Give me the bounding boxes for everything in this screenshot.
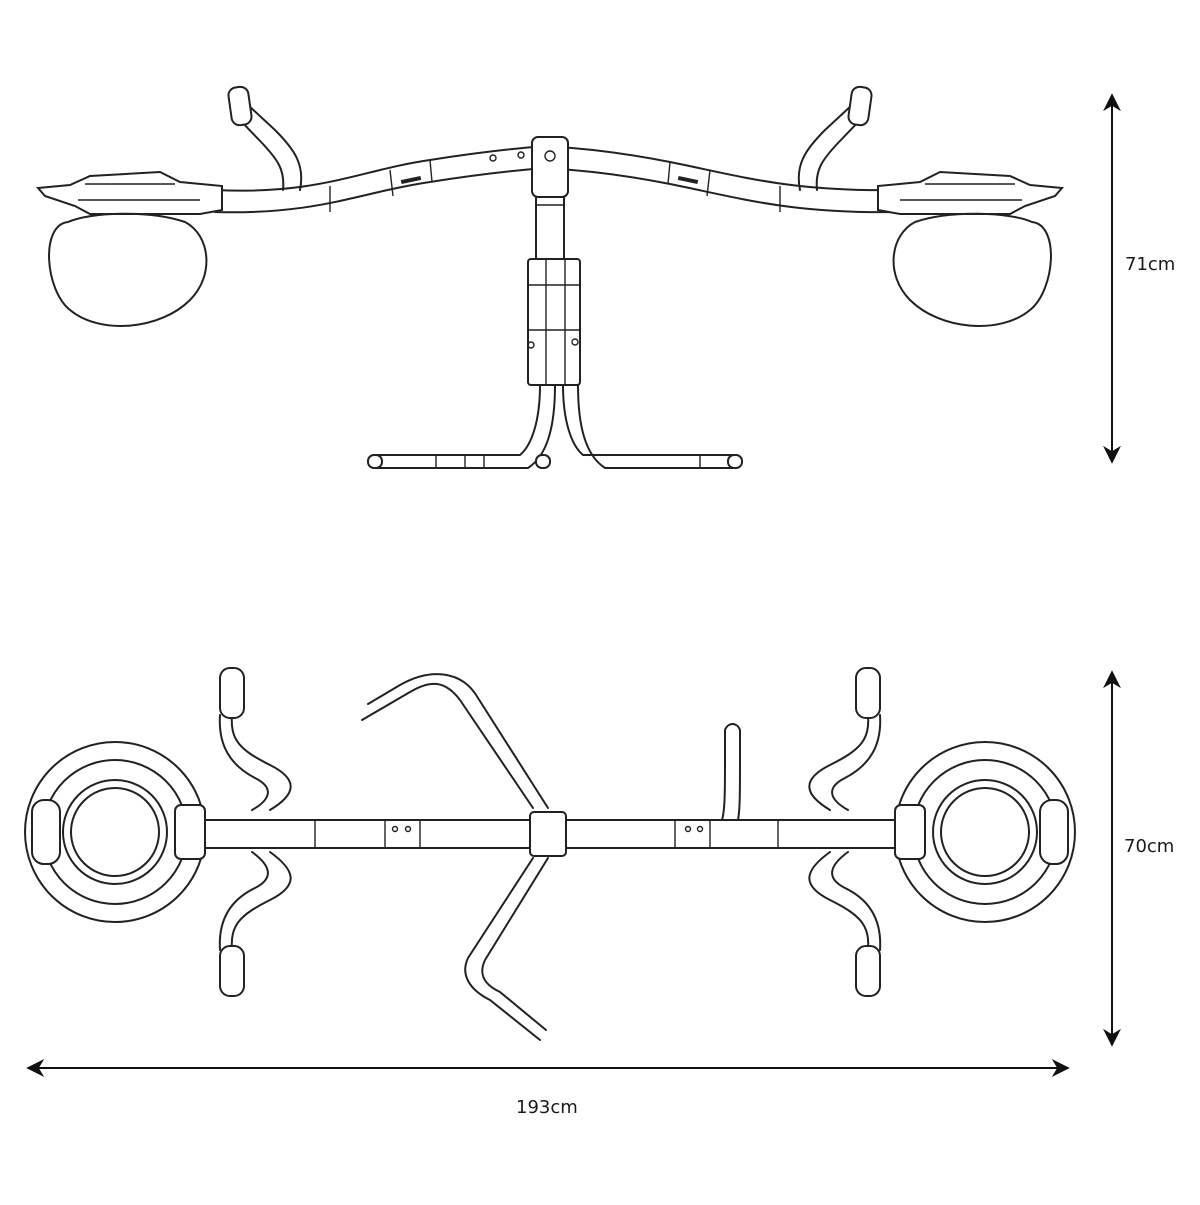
seesaw-top-view <box>24 667 1076 1041</box>
seesaw-side-view <box>35 85 1065 469</box>
width-label: 193cm <box>516 1097 578 1118</box>
height-label: 71cm <box>1125 254 1176 275</box>
depth-label: 70cm <box>1124 836 1175 857</box>
